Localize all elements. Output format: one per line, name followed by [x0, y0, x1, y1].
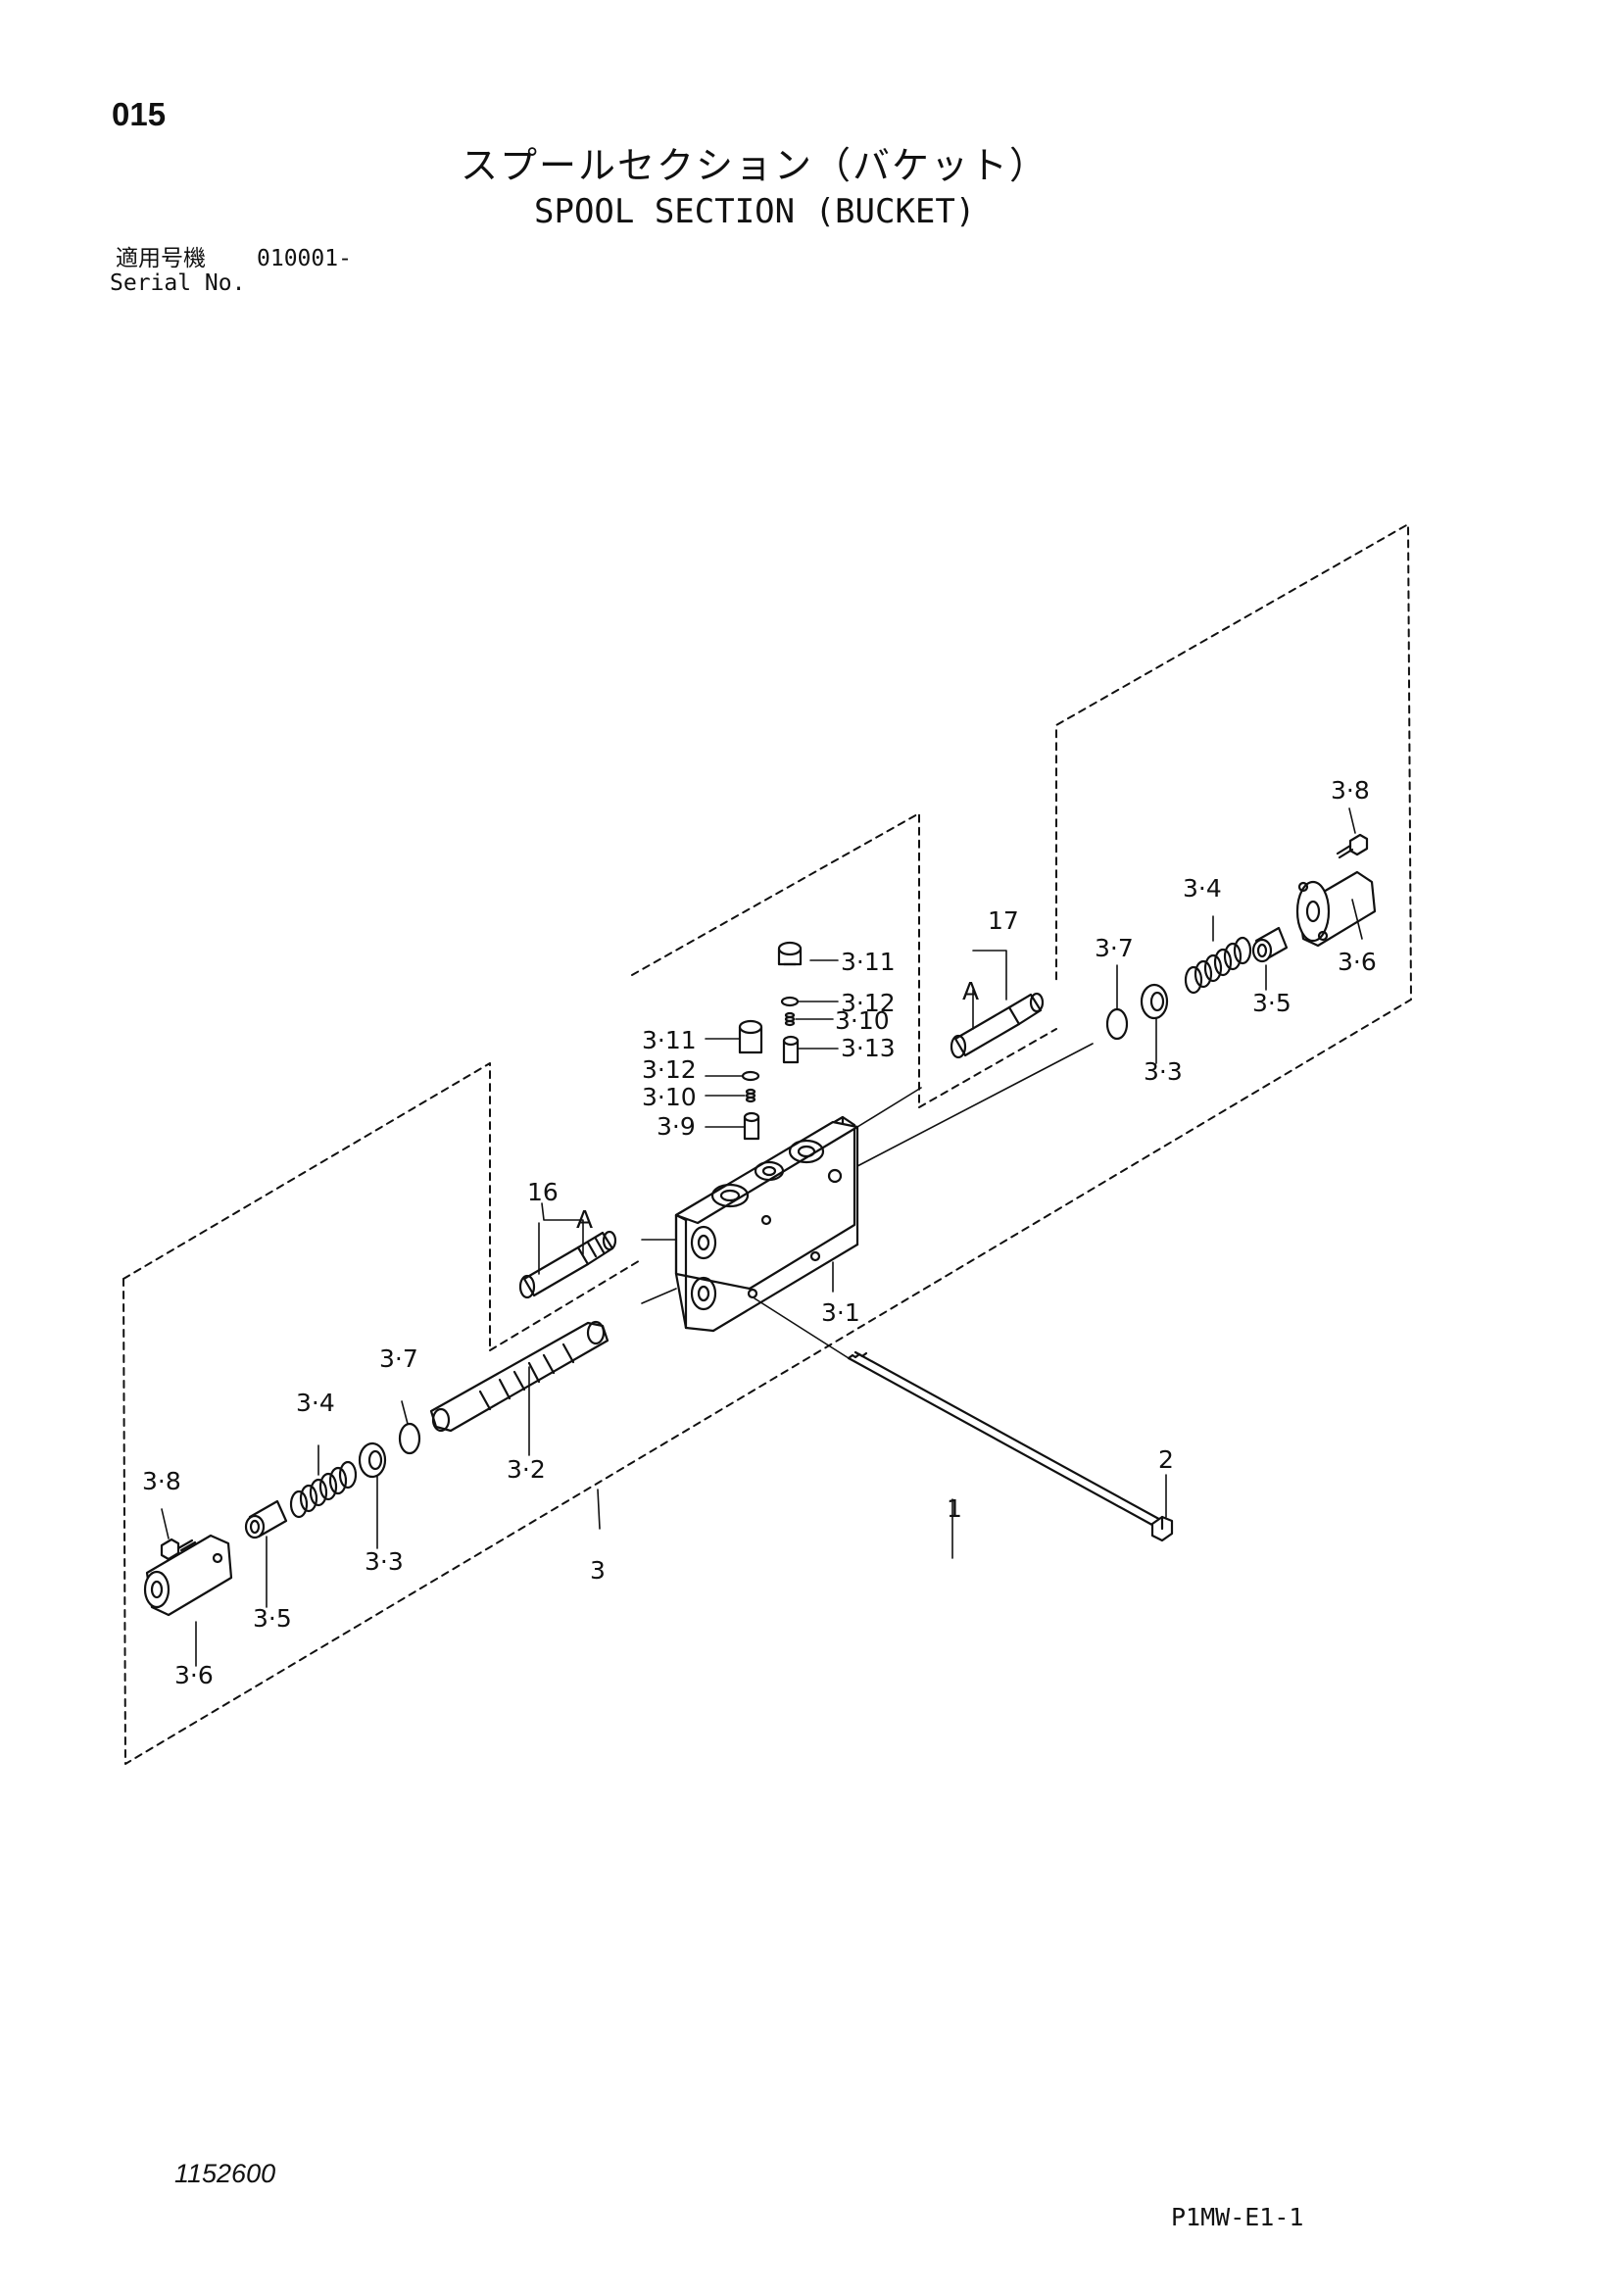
- spool: [429, 1320, 609, 1433]
- tie-rod: [754, 1297, 1168, 1531]
- callout-17: 17: [988, 906, 1019, 935]
- callout-3-4-left: 3·4: [296, 1389, 335, 1417]
- callout-3-2: 3·2: [507, 1455, 546, 1484]
- leader-lines: [161, 807, 1363, 1667]
- callout-3-8-right: 3·8: [1331, 776, 1370, 805]
- bolt-left: [160, 1538, 197, 1561]
- callout-3-11-a: 3·11: [841, 948, 896, 976]
- callout-3: 3: [590, 1556, 606, 1585]
- document-number: 1152600: [174, 2159, 276, 2188]
- callout-3-12-b: 3·12: [642, 1055, 697, 1084]
- serial-value: 010001-: [257, 246, 352, 271]
- o-ring-3-12-lower: [741, 1070, 760, 1082]
- page-title-english: SPOOL SECTION (BUCKET): [534, 192, 976, 231]
- spring-seat-left: [358, 1441, 387, 1479]
- callout-1: 1: [947, 1494, 962, 1523]
- callout-3-12-a: 3·12: [841, 989, 896, 1017]
- relief-valve-16: [518, 1230, 617, 1299]
- page-number: 015: [112, 96, 167, 132]
- cap-left: [143, 1534, 233, 1617]
- callout-a-left: A: [576, 1205, 593, 1234]
- o-ring-3-12-upper: [780, 996, 800, 1007]
- spring-right: [1184, 936, 1252, 995]
- o-ring-left: [398, 1422, 421, 1455]
- callout-3-9: 3·9: [657, 1112, 696, 1141]
- callout-3-7-left: 3·7: [379, 1344, 418, 1373]
- spring-left: [289, 1460, 358, 1519]
- callout-16: 16: [527, 1178, 559, 1206]
- callout-3-10-b: 3·10: [642, 1083, 697, 1111]
- callout-3-3-left: 3·3: [365, 1547, 404, 1576]
- nut: [1150, 1515, 1174, 1542]
- callout-3-11-b: 3·11: [642, 1026, 697, 1054]
- callout-3-6-left: 3·6: [174, 1661, 214, 1689]
- page-code: P1MW-E1-1: [1171, 2203, 1304, 2231]
- callout-3-1: 3·1: [821, 1298, 860, 1327]
- callout-3-4-right: 3·4: [1183, 874, 1222, 903]
- valve-16-boundary: [489, 812, 920, 1351]
- valve-17-boundary: [918, 1028, 1057, 1108]
- spool-housing-body: [674, 1115, 859, 1333]
- spacer-left: [244, 1499, 288, 1539]
- plug-3-11-lower: [738, 1019, 763, 1054]
- spring-3-10-lower: [745, 1088, 756, 1103]
- callout-3-13: 3·13: [841, 1034, 896, 1062]
- bolt-right: [1336, 833, 1369, 859]
- spring-3-10-upper: [784, 1011, 796, 1027]
- assembly-3-boundary: [122, 523, 1412, 1765]
- plug-3-11-upper: [777, 941, 803, 966]
- callout-3-3-right: 3·3: [1144, 1057, 1183, 1086]
- callout-2: 2: [1158, 1445, 1174, 1474]
- callout-3-5-right: 3·5: [1252, 989, 1291, 1017]
- relief-valve-17: [950, 992, 1045, 1059]
- poppet-3-9: [743, 1111, 760, 1141]
- callout-labels: 1 2 3 3·1 3·2 3·3 3·3 3·4 3·4 3·5 3·5 3·…: [142, 776, 1377, 1689]
- poppet-3-13: [782, 1035, 800, 1064]
- callout-3-5-left: 3·5: [253, 1604, 292, 1633]
- page-title-japanese: スプールセクション（バケット）: [461, 144, 1049, 187]
- callout-3-7-right: 3·7: [1095, 934, 1134, 962]
- cap-right: [1295, 870, 1377, 948]
- spring-seat-right: [1140, 983, 1169, 1020]
- o-ring-right: [1105, 1007, 1129, 1041]
- callout-a-right: A: [962, 977, 979, 1005]
- serial-label-japanese: 適用号機: [116, 246, 206, 271]
- serial-label-english: Serial No.: [110, 270, 246, 296]
- spacer-right: [1251, 926, 1289, 963]
- callout-3-6-right: 3·6: [1338, 948, 1377, 976]
- callout-3-8-left: 3·8: [142, 1467, 181, 1495]
- callout-3-10-a: 3·10: [835, 1006, 890, 1035]
